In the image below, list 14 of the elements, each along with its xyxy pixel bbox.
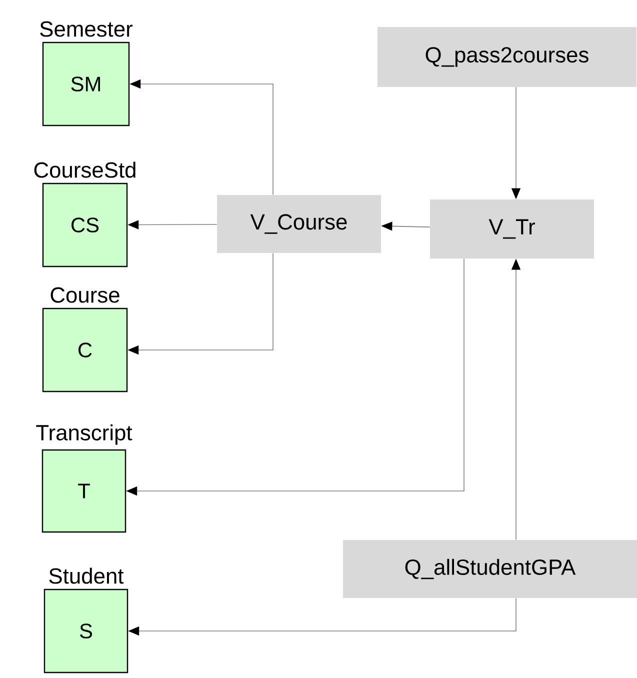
- query-box: V_Course: [217, 195, 381, 253]
- table-name: Semester: [40, 21, 133, 37]
- table-box: CS: [42, 182, 128, 268]
- query-box: Q_allStudentGPA: [343, 540, 637, 598]
- table-name: Student: [49, 568, 124, 584]
- table-box: C: [42, 308, 128, 392]
- query-box: V_Tr: [430, 200, 594, 258]
- table-box: SM: [42, 42, 130, 126]
- table-name: Course: [50, 287, 120, 303]
- table-name: Transcript: [36, 424, 132, 445]
- table-box: T: [42, 449, 126, 533]
- table-box: S: [44, 588, 128, 674]
- query-box: Q_pass2courses: [378, 27, 636, 87]
- table-name: CourseStd: [34, 162, 136, 178]
